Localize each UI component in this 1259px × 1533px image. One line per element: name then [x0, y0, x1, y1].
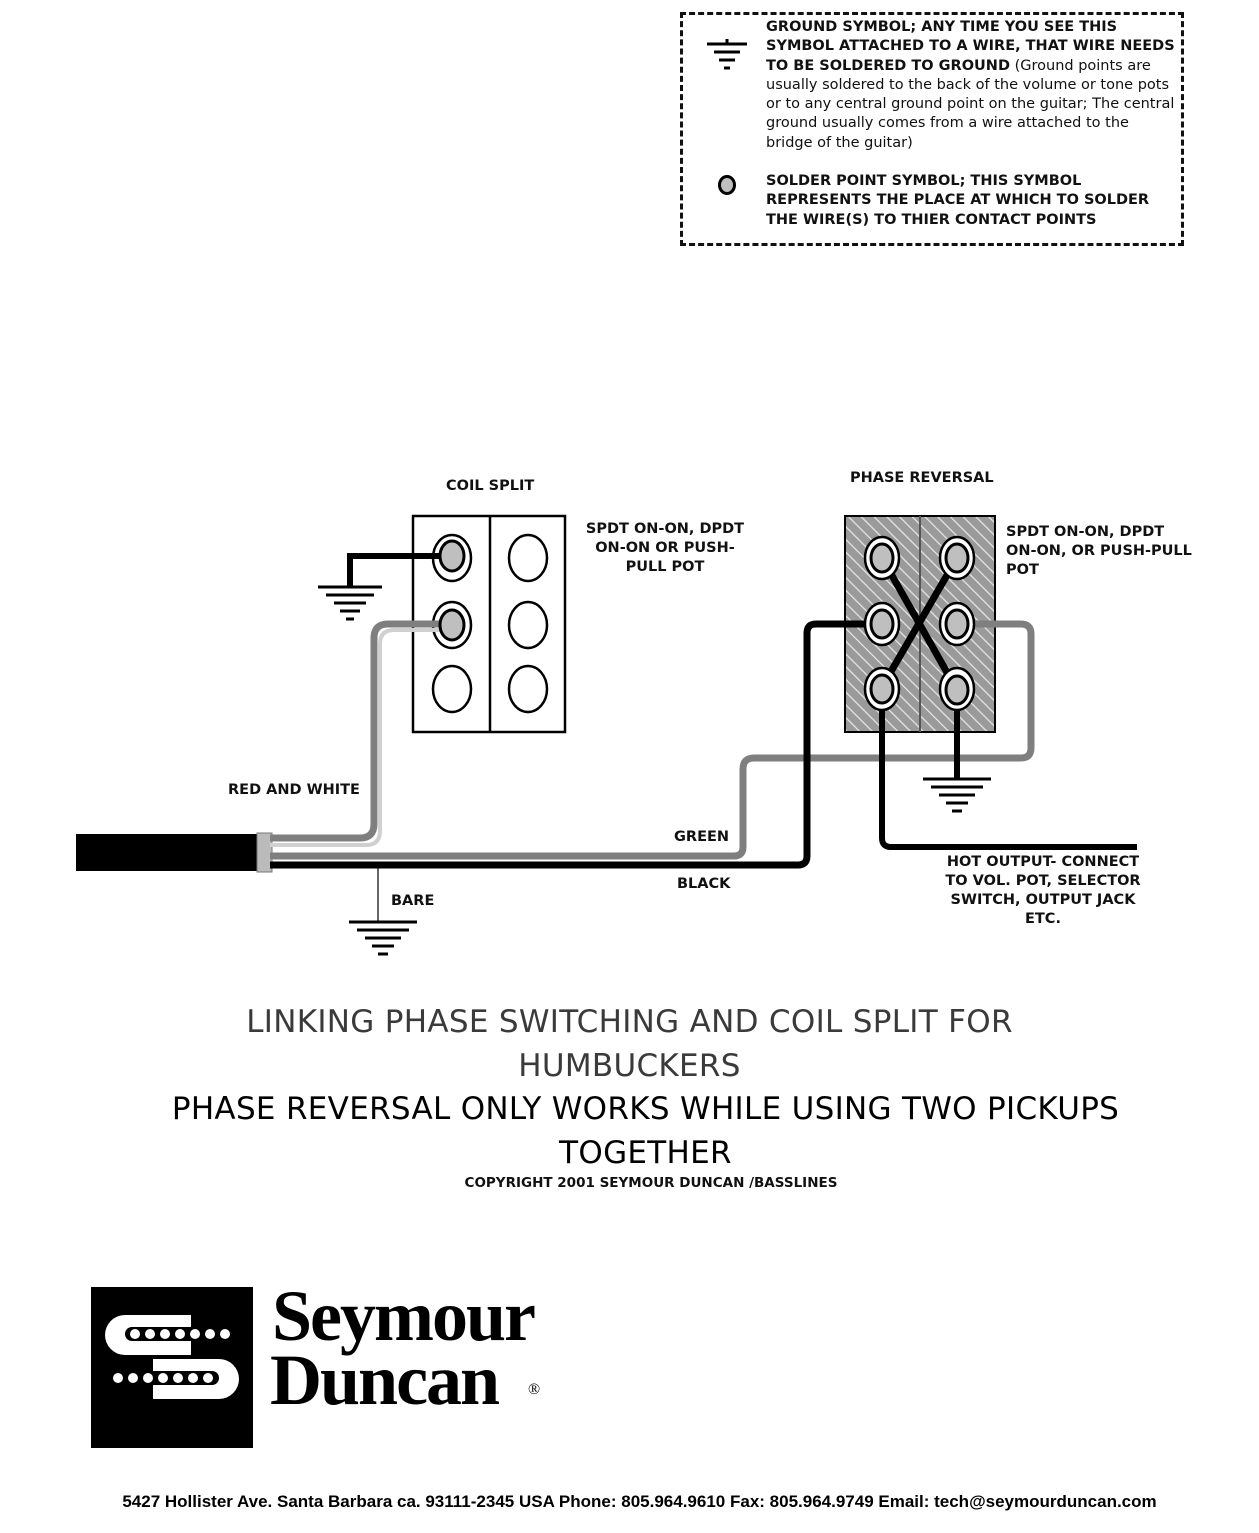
wiring-diagram: [76, 514, 1137, 956]
ground-legend-note: (Ground points are usually soldered to t…: [766, 57, 1175, 151]
phase-reversal-title: PHASE REVERSAL: [850, 470, 994, 486]
phase-jumper-wire: [878, 556, 961, 689]
pickup-cable: [76, 834, 262, 871]
green-wire: [270, 620, 1035, 860]
logo-word-seymour: Seymour: [272, 1276, 536, 1356]
copyright-line: COPYRIGHT 2001 SEYMOUR DUNCAN /BASSLINES: [464, 1175, 838, 1191]
diagram-title: LINKING PHASE SWITCHING AND COIL SPLIT F…: [246, 1004, 1013, 1084]
red-white-label: RED AND WHITE: [228, 782, 360, 798]
solder-point-icon: [869, 673, 895, 705]
solder-point-icon: [944, 608, 970, 640]
solder-point-icon: [869, 608, 895, 640]
solder-point-icon: [438, 539, 466, 573]
solder-point-icon: [944, 674, 970, 706]
ground-icon: [349, 920, 417, 956]
solder-point-icon: [438, 608, 466, 642]
hot-output-label: HOT OUTPUT- CONNECT TO VOL. POT, SELECTO…: [945, 854, 1141, 927]
solder-point-icon: [869, 542, 895, 574]
bare-label: BARE: [391, 893, 435, 909]
ground-icon: [923, 777, 991, 813]
solder-legend-bold: SOLDER POINT SYMBOL; THIS SYMBOL REPRESE…: [766, 173, 1150, 228]
solder-legend-text: SOLDER POINT SYMBOL; THIS SYMBOL REPRESE…: [766, 172, 1176, 230]
logo-word-duncan: Duncan: [270, 1340, 500, 1420]
coil-split-ground-wire: [347, 553, 452, 587]
coil-split-lug: [507, 664, 549, 714]
coil-split-lug: [507, 533, 549, 583]
coil-split-spec: SPDT ON-ON, DPDT ON-ON OR PUSH-PULL POT: [585, 521, 745, 575]
solder-point-icon: [944, 542, 970, 574]
green-label: GREEN: [674, 829, 730, 845]
cable-sleeve: [256, 832, 273, 873]
coil-split-title: COIL SPLIT: [446, 478, 535, 494]
registered-mark: ®: [528, 1381, 541, 1398]
red-white-wire-stripe: [270, 628, 452, 847]
black-wire: [270, 620, 882, 869]
ground-icon: [318, 585, 382, 621]
ground-legend-bold: GROUND SYMBOL; ANY TIME YOU SEE THIS SYM…: [766, 19, 1175, 74]
legend-box: GROUND SYMBOL; ANY TIME YOU SEE THIS SYM…: [680, 12, 1184, 246]
coil-split-lug: [431, 664, 473, 714]
solder-point-icon: [718, 175, 736, 195]
footer-address: 5427 Hollister Ave. Santa Barbara ca. 93…: [122, 1492, 1157, 1511]
logo-emblem: [91, 1287, 253, 1448]
ground-icon: [707, 39, 747, 70]
black-label: BLACK: [677, 876, 731, 892]
phase-reversal-spec: SPDT ON-ON, DPDT ON-ON, OR PUSH-PULL POT: [1006, 524, 1192, 578]
diagram-subtitle: PHASE REVERSAL ONLY WORKS WHILE USING TW…: [171, 1091, 1120, 1171]
hot-output-wire: [879, 687, 1137, 850]
red-white-wire: [270, 620, 452, 842]
coil-split-lug: [507, 600, 549, 650]
logo-s-icon: [105, 1315, 239, 1399]
ground-legend-text: GROUND SYMBOL; ANY TIME YOU SEE THIS SYM…: [766, 18, 1176, 153]
